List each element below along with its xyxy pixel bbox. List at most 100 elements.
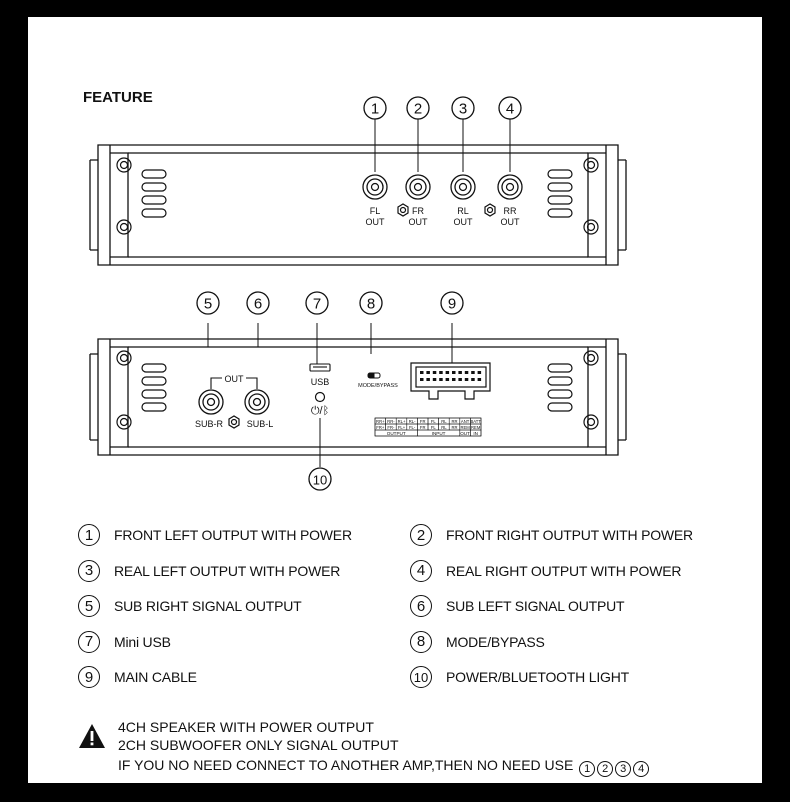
connector-pin xyxy=(445,378,450,381)
pin-cell: FL+ xyxy=(398,425,406,430)
connector-pin xyxy=(464,371,469,374)
out-label: OUT xyxy=(225,374,245,384)
legend-number: 6 xyxy=(410,595,432,617)
jack-label-top: FL xyxy=(370,206,381,216)
sub-r-label: SUB-R xyxy=(195,419,224,429)
pin-cell: RR xyxy=(451,419,457,424)
legend-label: POWER/BLUETOOTH LIGHT xyxy=(446,669,630,685)
connector-pin xyxy=(420,378,424,381)
legend-label: MODE/BYPASS xyxy=(446,633,545,650)
connector-pin xyxy=(458,371,462,374)
svg-text:3: 3 xyxy=(459,101,467,118)
jack-label-bottom: OUT xyxy=(501,217,521,227)
connector-pin xyxy=(439,378,443,381)
pin-cell: BATT xyxy=(470,419,481,424)
jack-label-top: RL xyxy=(457,206,469,216)
marker-4: 4 xyxy=(498,96,522,120)
legend-number: 1 xyxy=(78,524,100,546)
jack-label-top: RR xyxy=(504,206,517,216)
connector-pin xyxy=(477,378,482,381)
top-vents xyxy=(141,169,573,218)
legend-item-1: 1 FRONT LEFT OUTPUT WITH POWER xyxy=(78,522,352,548)
jack-label-bottom: OUT xyxy=(366,217,386,227)
circled-number: 2 xyxy=(597,761,614,777)
connector-pin xyxy=(452,371,456,374)
connector-pin xyxy=(432,371,437,374)
warning-line-3: IF YOU NO NEED CONNECT TO ANOTHER AMP,TH… xyxy=(118,757,650,777)
connector-pin xyxy=(477,371,482,374)
legend-label: FRONT LEFT OUTPUT WITH POWER xyxy=(114,527,352,543)
main-cable-connector xyxy=(410,362,491,400)
legend-label: SUB RIGHT SIGNAL OUTPUT xyxy=(114,598,302,614)
svg-text:8: 8 xyxy=(367,296,375,313)
pin-cell: RL xyxy=(441,425,447,430)
connector-pin xyxy=(445,371,450,374)
pin-group-label: OUTPUT xyxy=(387,431,406,436)
warning-line-1: 4CH SPEAKER WITH POWER OUTPUT xyxy=(118,719,374,735)
sub-l-label: SUB-L xyxy=(247,419,274,429)
pin-cell: RL xyxy=(441,419,447,424)
pin-cell: REM xyxy=(460,425,470,430)
svg-text:9: 9 xyxy=(448,296,456,313)
circled-number: 3 xyxy=(615,761,632,777)
legend-number: 2 xyxy=(410,524,432,546)
pin-cell: RR- xyxy=(387,419,395,424)
pin-cell: ANT xyxy=(461,419,470,424)
connector-pin xyxy=(426,378,430,381)
legend-item-7: 7 Mini USB xyxy=(78,629,171,655)
sub-l-jack xyxy=(244,389,270,415)
svg-text:2: 2 xyxy=(414,101,422,118)
connector-pin xyxy=(432,378,437,381)
connector-pin xyxy=(464,378,469,381)
legend-label: REAL LEFT OUTPUT WITH POWER xyxy=(114,562,341,579)
marker-10: 10 xyxy=(308,467,332,491)
circled-number: 1 xyxy=(579,761,596,777)
connector-pin xyxy=(452,378,456,381)
legend-number: 5 xyxy=(78,595,100,617)
legend-item-5: 5 SUB RIGHT SIGNAL OUTPUT xyxy=(78,593,302,619)
pin-cell: FL xyxy=(431,419,437,424)
svg-text:4: 4 xyxy=(506,101,514,118)
legend-label: MAIN CABLE xyxy=(114,669,197,685)
marker-1: 1 xyxy=(363,96,387,120)
pin-group-label: INPUT xyxy=(432,431,446,436)
marker-5: 5 xyxy=(196,291,220,315)
top-screws xyxy=(116,157,599,235)
top-panel xyxy=(89,144,627,266)
pin-cell: FR+ xyxy=(376,425,385,430)
connector-pin xyxy=(458,378,462,381)
feature-title: FEATURE xyxy=(83,89,153,106)
connector-pins xyxy=(420,371,482,381)
marker-3: 3 xyxy=(451,96,475,120)
legend-label: Mini USB xyxy=(114,633,171,650)
connector-pin xyxy=(471,378,475,381)
connector-pin xyxy=(420,371,424,374)
jack-label-bottom: OUT xyxy=(454,217,474,227)
pin-cell: RR+ xyxy=(376,419,385,424)
top-markers: 1 2 3 4 xyxy=(363,96,522,172)
bottom-panel xyxy=(89,338,627,456)
usb-label: USB xyxy=(311,377,330,387)
connector-pin xyxy=(439,371,443,374)
mode-switch-icon xyxy=(367,372,381,379)
svg-text:10: 10 xyxy=(313,473,327,488)
pin-cell: FR- xyxy=(387,425,395,430)
pin-cell: FL- xyxy=(409,425,416,430)
amplifier-diagram: FEATURE 1 2 3 4 xyxy=(83,89,627,491)
circled-number: 4 xyxy=(633,761,650,777)
pin-cell: FR xyxy=(420,425,426,430)
jack-label-top: FR xyxy=(412,206,424,216)
legend-number: 7 xyxy=(78,630,100,653)
marker-6: 6 xyxy=(246,291,270,315)
pin-cell: REM xyxy=(471,425,481,430)
